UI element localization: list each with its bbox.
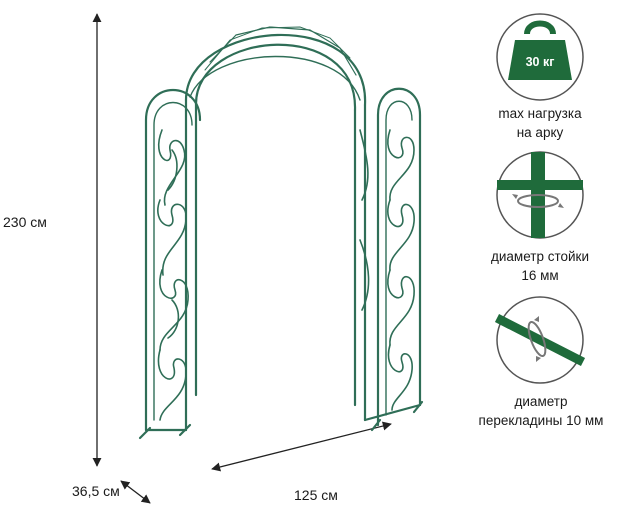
max-load-caption: max нагрузка на арку [480, 104, 600, 142]
height-label: 230 см [3, 214, 47, 230]
width-dimension-line [211, 421, 392, 472]
width-label: 125 см [294, 487, 338, 503]
post-diameter-caption-line2: 16 мм [521, 268, 559, 283]
post-diameter-caption-line1: диаметр стойки [491, 249, 589, 264]
crossbar-diameter-caption: диаметр перекладины 10 мм [468, 392, 614, 430]
max-load-caption-line2: на арку [516, 125, 564, 140]
arch-frame [138, 26, 424, 440]
weight-icon [496, 13, 584, 101]
weight-badge-text: 30 кг [525, 55, 555, 69]
crossbar-diameter-caption-line2: перекладины 10 мм [478, 413, 604, 428]
max-load-caption-line1: max нагрузка [498, 106, 582, 121]
depth-label: 36,5 см [72, 483, 120, 499]
post-rotation-icon [496, 151, 584, 239]
depth-dimension-line [120, 480, 151, 504]
post-diameter-caption: диаметр стойки 16 мм [468, 247, 612, 285]
crossbar-diameter-caption-line1: диаметр [514, 394, 568, 409]
crossbar-rotation-icon [494, 296, 586, 384]
